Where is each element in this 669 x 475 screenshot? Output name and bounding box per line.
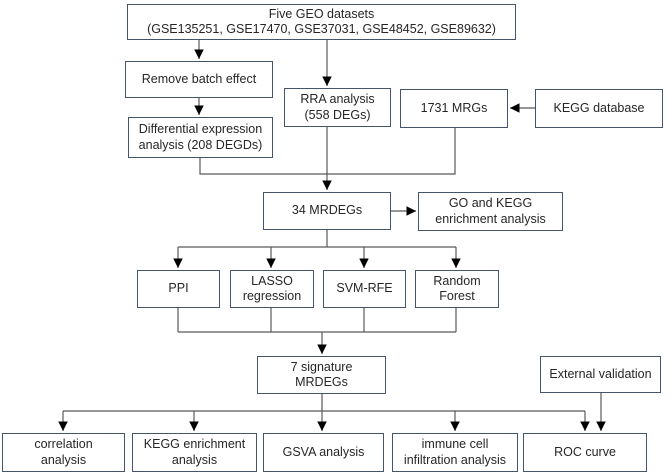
node-label: External validation [549,366,652,381]
node-label: GSVA analysis [282,444,365,459]
node-label: RRA analysis [300,92,375,107]
node-label: 34 MRDEGs [291,203,363,218]
node-7-signature-mrdegs: 7 signature MRDEGs [257,356,386,394]
connector-mrdegs34-branch-trunk [178,230,456,248]
node-label: analysis [171,452,218,467]
node-label: PPI [168,281,189,296]
node-34-mrdegs: 34 MRDEGs [263,192,391,230]
node-differential-expression: Differential expression analysis (208 DE… [128,117,273,158]
node-1731-mrgs: 1731 MRGs [400,89,508,128]
node-ppi: PPI [137,270,220,308]
node-kegg-database: KEGG database [535,89,663,128]
node-kegg-enrichment-analysis: KEGG enrichment analysis [132,433,257,472]
node-roc-curve: ROC curve [523,433,647,472]
node-external-validation: External validation [540,356,661,393]
node-label: Random [433,273,481,288]
node-label: GO and KEGG [448,196,533,211]
node-label: LASSO [251,273,293,288]
node-svm-rfe: SVM-RFE [323,270,406,308]
node-label: SVM-RFE [336,281,393,296]
node-label: KEGG enrichment [143,437,246,452]
connector-sig7-branch-trunk [63,394,585,412]
node-label: 7 signature [290,359,353,374]
node-label: infiltration analysis [403,452,507,467]
node-label: Forest [439,289,475,303]
node-label: ROC curve [554,444,616,459]
node-lasso-regression: LASSO regression [230,270,314,308]
node-remove-batch-effect: Remove batch effect [125,61,273,98]
node-five-geo-datasets: Five GEO datasets (GSE135251, GSE17470, … [127,4,516,40]
node-label: 1731 MRGs [420,100,488,115]
node-label: analysis [40,452,87,467]
node-label: enrichment analysis [435,211,546,226]
node-random-forest: Random Forest [415,270,499,308]
node-gsva-analysis: GSVA analysis [263,433,384,472]
node-label: Remove batch effect [141,71,257,86]
node-immune-cell-infiltration: immune cell infiltration analysis [392,433,518,472]
node-label: (558 DEGs) [304,107,371,122]
node-label: Differential expression [138,122,263,137]
node-label: MRDEGs [295,375,348,389]
node-label: immune cell [421,437,489,452]
node-label: analysis (208 DEGDs) [138,137,263,152]
node-go-kegg-enrichment: GO and KEGG enrichment analysis [418,192,563,231]
node-label: correlation [34,437,93,452]
node-label: (GSE135251, GSE17470, GSE37031, GSE48452… [147,22,496,36]
node-correlation-analysis: correlation analysis [2,433,125,472]
connector-merge-methods-trunk [177,308,457,333]
node-label: regression [242,289,302,303]
node-label: KEGG database [553,100,645,115]
node-rra-analysis: RRA analysis (558 DEGs) [284,88,391,127]
node-label: Five GEO datasets [268,6,375,21]
